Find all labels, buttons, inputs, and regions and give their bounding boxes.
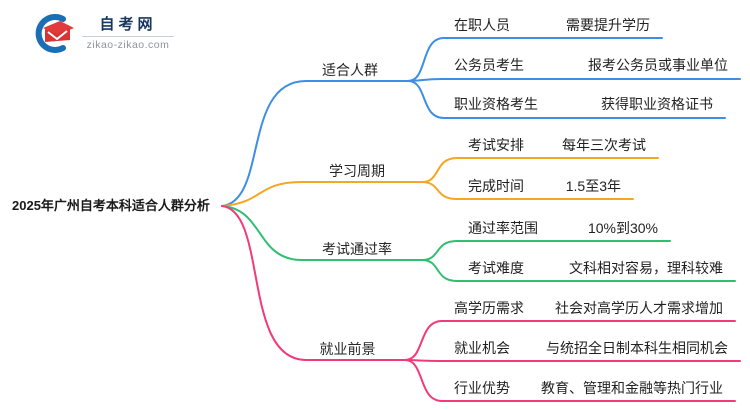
branch-node-career-prospects: 就业前景 (319, 341, 376, 357)
leaf-node-label: 10%到30% (587, 220, 658, 236)
leaf-node-label: 文科相对容易，理科较难 (569, 260, 723, 276)
node-row: 考试难度 文科相对容易，理科较难 (446, 259, 735, 281)
node-row: 考试安排 每年三次考试 (446, 136, 658, 158)
branch-node-pass-rate: 考试通过率 (322, 241, 392, 257)
branch-node-study-cycle: 学习周期 (329, 163, 385, 179)
leaf-node-label: 需要提升学历 (566, 17, 650, 33)
leaf-node-label: 社会对高学历人才需求增加 (555, 300, 723, 316)
child-node-label: 考试安排 (468, 137, 524, 153)
node-row: 职业资格考生 获得职业资格证书 (432, 95, 725, 117)
leaf-node-label: 与统招全日制本科生相同机会 (546, 340, 728, 356)
child-node-label: 完成时间 (468, 178, 524, 194)
graduation-cap-logo-icon (35, 14, 74, 53)
child-node-label: 在职人员 (454, 17, 510, 33)
node-row: 行业优势 教育、管理和金融等热门行业 (432, 379, 735, 401)
leaf-node-label: 教育、管理和金融等热门行业 (541, 380, 723, 396)
node-row: 完成时间 1.5至3年 (446, 177, 633, 199)
node-row: 就业机会 与统招全日制本科生相同机会 (432, 339, 740, 361)
child-node-label: 通过率范围 (468, 220, 538, 236)
logo-divider (82, 35, 174, 37)
site-name: 自考网 (99, 15, 157, 33)
child-node-label: 行业优势 (454, 380, 510, 396)
site-url: zikao-zikao.com (86, 38, 170, 51)
child-node-label: 考试难度 (468, 260, 524, 276)
node-row: 公务员考生 报考公务员或事业单位 (432, 56, 740, 78)
leaf-node-label: 获得职业资格证书 (601, 96, 713, 112)
root-node: 2025年广州自考本科适合人群分析 (12, 198, 210, 213)
child-node-label: 职业资格考生 (454, 96, 538, 112)
node-row: 高学历需求 社会对高学历人才需求增加 (432, 299, 735, 321)
site-logo: 自考网 zikao-zikao.com (34, 13, 174, 53)
leaf-node-label: 每年三次考试 (562, 137, 646, 153)
node-row: 在职人员 需要提升学历 (432, 16, 662, 38)
child-node-label: 公务员考生 (454, 57, 524, 73)
child-node-label: 就业机会 (454, 340, 510, 356)
leaf-node-label: 1.5至3年 (565, 178, 621, 194)
branch-node-suitable-groups: 适合人群 (322, 62, 378, 78)
leaf-node-label: 报考公务员或事业单位 (588, 57, 728, 73)
node-row: 通过率范围 10%到30% (446, 219, 670, 241)
child-node-label: 高学历需求 (454, 300, 524, 316)
